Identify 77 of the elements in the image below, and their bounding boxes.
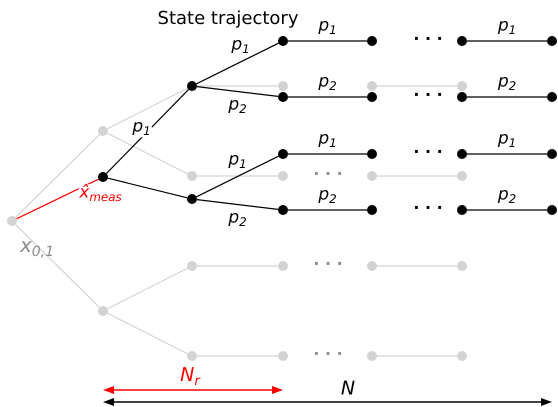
tree-node <box>457 205 467 215</box>
tree-branch <box>196 42 279 84</box>
tree-node <box>278 261 288 271</box>
tree-node <box>98 126 108 136</box>
tree-branch <box>107 132 188 174</box>
tree-branch <box>377 175 457 177</box>
edge-label: x̂$_{meas}$ <box>78 184 123 204</box>
tree-branch <box>467 153 547 155</box>
tree-branch <box>377 265 457 267</box>
tree-node <box>187 351 197 361</box>
tree-node <box>278 149 288 159</box>
tree-branch <box>288 153 367 155</box>
tree-branch <box>15 224 100 308</box>
tree-node <box>367 171 377 181</box>
tree-node <box>547 92 557 102</box>
tree-node <box>457 92 467 102</box>
tree-branch <box>196 86 278 97</box>
tree-branch <box>467 209 547 211</box>
tree-branch <box>108 178 188 198</box>
tree-branch <box>16 178 99 220</box>
tree-node <box>547 149 557 159</box>
ellipsis: · · · <box>313 256 343 272</box>
tree-node <box>98 172 108 182</box>
tree-branch <box>196 199 278 210</box>
title: State trajectory <box>158 10 298 28</box>
tree-branch <box>377 85 457 87</box>
tree-node <box>187 171 197 181</box>
tree-branch <box>288 40 367 42</box>
tree-node <box>547 205 557 215</box>
ellipsis: · · · <box>413 200 443 216</box>
tree-node <box>367 351 377 361</box>
tree-node <box>187 194 197 204</box>
tree-branch <box>377 355 457 357</box>
dimension-label: N$_{r}$ <box>180 366 200 388</box>
tree-node <box>278 171 288 181</box>
tree-branch <box>288 209 367 211</box>
tree-node <box>278 92 288 102</box>
dimension-label: N <box>340 380 356 398</box>
tree-node <box>278 205 288 215</box>
tree-node <box>367 205 377 215</box>
tree-node <box>278 81 288 91</box>
tree-branch <box>197 85 278 87</box>
tree-node <box>278 36 288 46</box>
tree-node <box>457 351 467 361</box>
tree-node <box>187 261 197 271</box>
tree-branch <box>107 88 188 130</box>
tree-node <box>367 149 377 159</box>
ellipsis: · · · <box>313 346 343 362</box>
tree-node <box>278 351 288 361</box>
tree-node <box>98 306 108 316</box>
tree-node <box>187 81 197 91</box>
tree-node <box>457 149 467 159</box>
tree-branch <box>467 40 547 42</box>
ellipsis: · · · <box>413 31 443 47</box>
tree-node <box>457 261 467 271</box>
tree-node <box>457 81 467 91</box>
tree-branch <box>288 96 367 98</box>
tree-node <box>457 171 467 181</box>
tree-node <box>367 92 377 102</box>
tree-node <box>367 261 377 271</box>
tree-branch <box>197 265 278 267</box>
tree-branch <box>107 268 188 310</box>
tree-branch <box>106 89 189 174</box>
ellipsis: · · · <box>413 144 443 160</box>
ellipsis: · · · <box>313 166 343 182</box>
tree-node <box>367 81 377 91</box>
tree-node <box>367 36 377 46</box>
tree-node <box>547 36 557 46</box>
tree-branch <box>196 156 279 198</box>
tree-node <box>457 36 467 46</box>
ellipsis: · · · <box>413 87 443 103</box>
tree-branch <box>197 355 278 357</box>
state-label: x$_{0,1}$ <box>20 234 54 260</box>
tree-branch <box>467 96 547 98</box>
tree-branch <box>107 312 188 354</box>
tree-branch <box>15 134 100 218</box>
tree-branch <box>197 175 278 177</box>
